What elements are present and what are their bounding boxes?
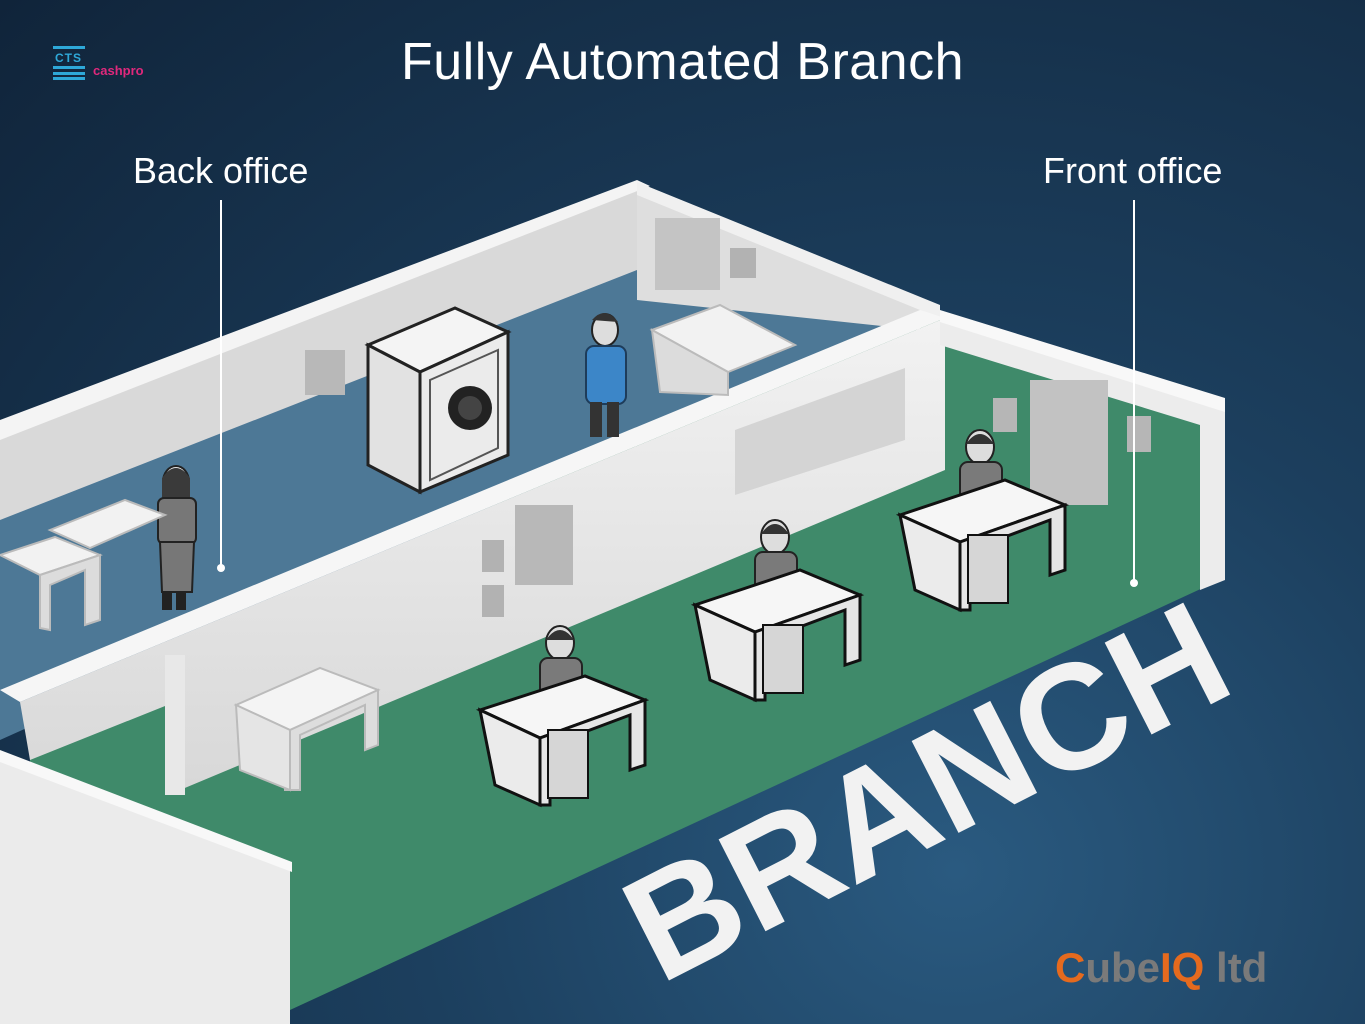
- back-office-desk: [649, 303, 798, 397]
- wall-frame: [1030, 380, 1108, 505]
- wall-frame: [1127, 416, 1151, 452]
- brand-part: C: [1055, 944, 1086, 991]
- teller-station-3: [895, 429, 1070, 613]
- company-brand: CubeIQ ltd: [1055, 944, 1267, 992]
- teller-station-1: [475, 625, 650, 808]
- wall-frame: [482, 585, 504, 617]
- front-wall: [0, 760, 290, 1024]
- cts-logo-text: CTS: [55, 51, 82, 65]
- wall-frame: [482, 540, 504, 572]
- front-office-floor: [30, 318, 1220, 1010]
- cashpro-logo-text: cashpro: [93, 63, 144, 78]
- safe-icon: [364, 306, 512, 495]
- teller-station-2: [690, 519, 865, 703]
- front-office-bench: [233, 666, 381, 792]
- front-office-callout-dot: [1130, 579, 1138, 587]
- back-wall-top: [0, 180, 650, 440]
- wall-frame: [305, 350, 345, 395]
- wall-frame: [993, 398, 1017, 432]
- cts-logo-icon: [53, 46, 85, 80]
- brand-part: ltd: [1204, 944, 1268, 991]
- brand-part: IQ: [1160, 944, 1205, 991]
- wall-frame: [655, 218, 720, 290]
- front-right-wall-top: [940, 310, 1225, 412]
- wall-frame: [515, 505, 573, 585]
- cts-cashpro-logo: CTS cashpro: [53, 46, 163, 86]
- back-office-desk: [0, 498, 168, 632]
- wall-frame: [730, 248, 756, 278]
- brand-part: ube: [1085, 944, 1161, 991]
- back-wall-right: [637, 182, 940, 320]
- page-title: Fully Automated Branch: [400, 33, 965, 91]
- staff-woman-icon: [157, 465, 197, 610]
- partition-doorway: [165, 655, 185, 795]
- back-office-label: Back office: [133, 150, 309, 191]
- back-office-callout-dot: [217, 564, 225, 572]
- partition-wall-top: [0, 310, 945, 702]
- front-office-label: Front office: [1043, 150, 1223, 191]
- wall-panel: [735, 368, 905, 495]
- staff-blue-icon: [585, 312, 627, 437]
- front-wall-top: [0, 750, 292, 872]
